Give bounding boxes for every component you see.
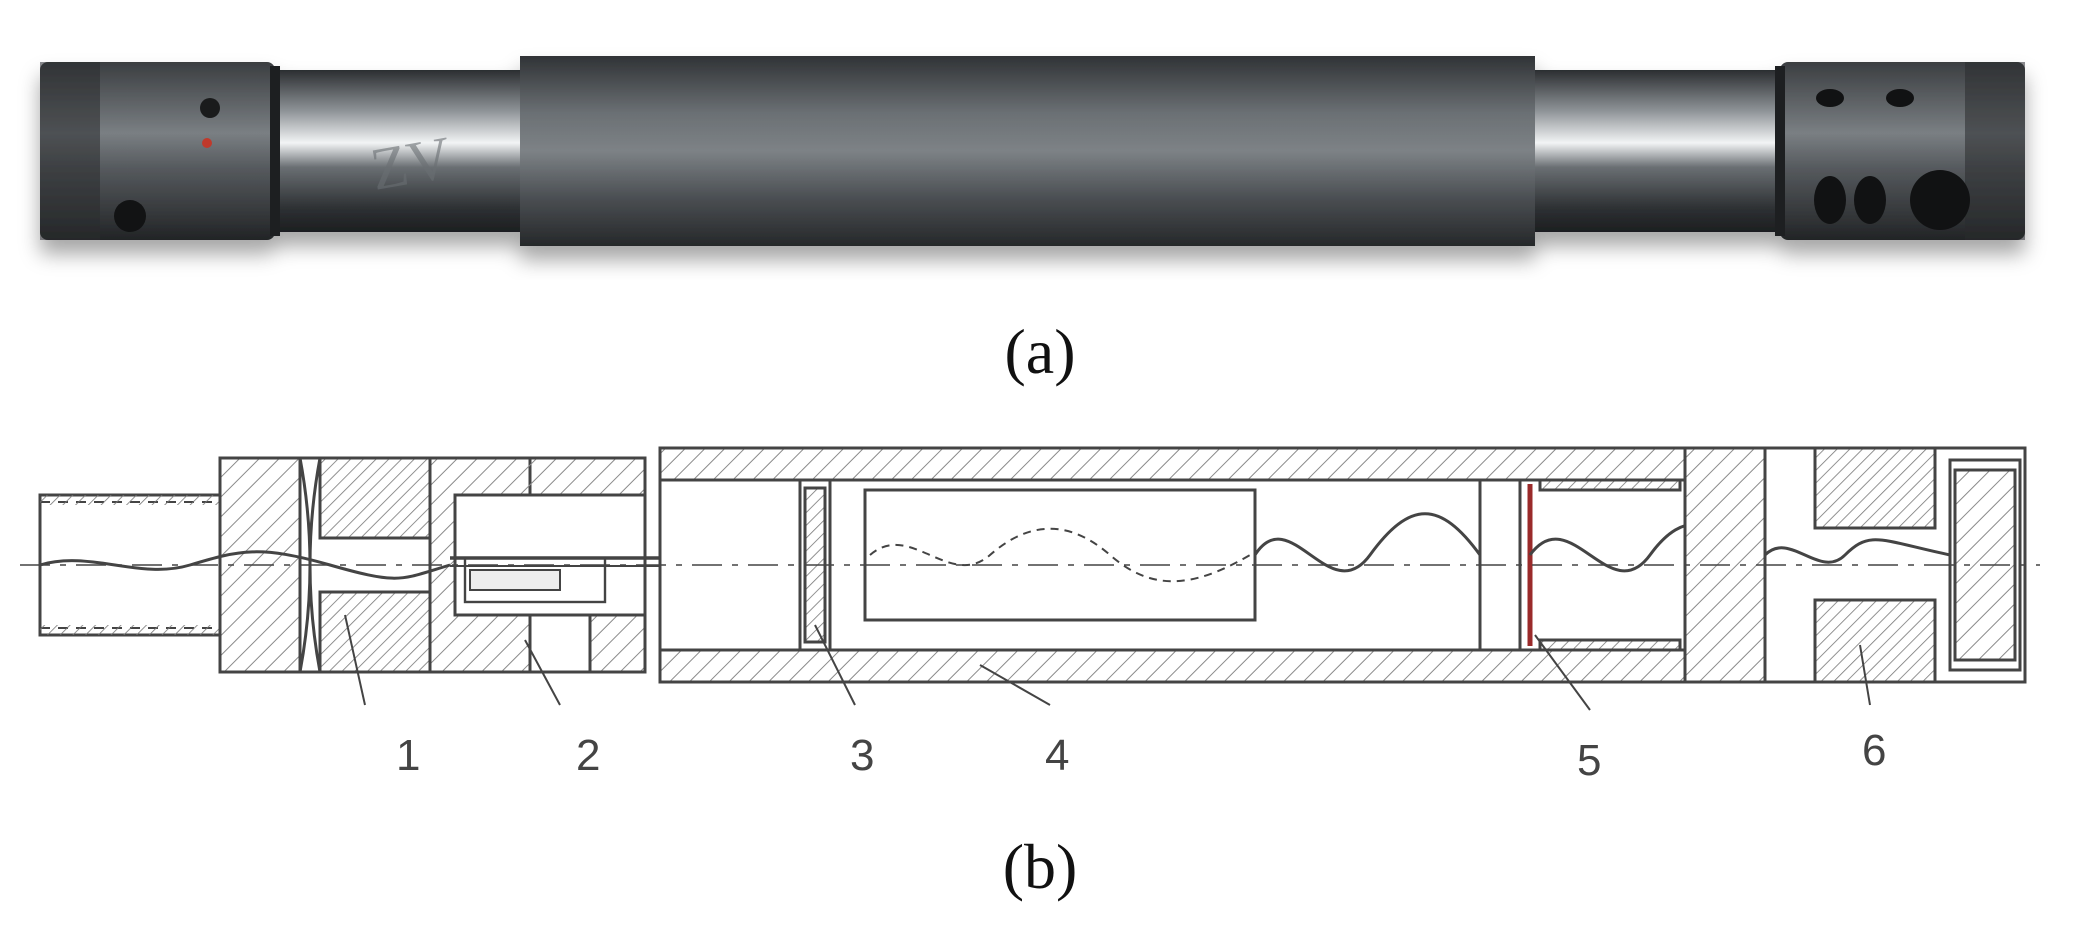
perforation-holes bbox=[1814, 89, 1970, 230]
part-label-1: 1 bbox=[396, 731, 420, 780]
part-label-2: 2 bbox=[576, 731, 600, 780]
right-polished-shaft bbox=[1535, 70, 1780, 232]
panel-a-caption: (a) bbox=[1004, 316, 1076, 387]
left-polished-shaft bbox=[275, 70, 520, 232]
cross-section-svg: 1 2 3 4 5 6 bbox=[20, 446, 2040, 785]
svg-text:ZV: ZV bbox=[366, 124, 456, 203]
tool-photo-svg: ZV bbox=[40, 56, 2025, 246]
cross-section-drawing: 1 2 3 4 5 6 bbox=[0, 440, 2080, 800]
left-port-hole bbox=[114, 200, 146, 232]
part-label-3: 3 bbox=[850, 731, 874, 780]
threaded-pin bbox=[38, 493, 222, 637]
part-label-4: 4 bbox=[1045, 731, 1069, 780]
tool-photograph: ZV bbox=[0, 40, 2080, 280]
red-marker bbox=[202, 138, 212, 148]
panel-b-caption: (b) bbox=[1002, 831, 1078, 902]
leader-lines bbox=[344, 614, 1871, 711]
part-label-6: 6 bbox=[1862, 726, 1886, 775]
part-label-5: 5 bbox=[1577, 736, 1601, 785]
central-sleeve bbox=[520, 56, 1535, 246]
